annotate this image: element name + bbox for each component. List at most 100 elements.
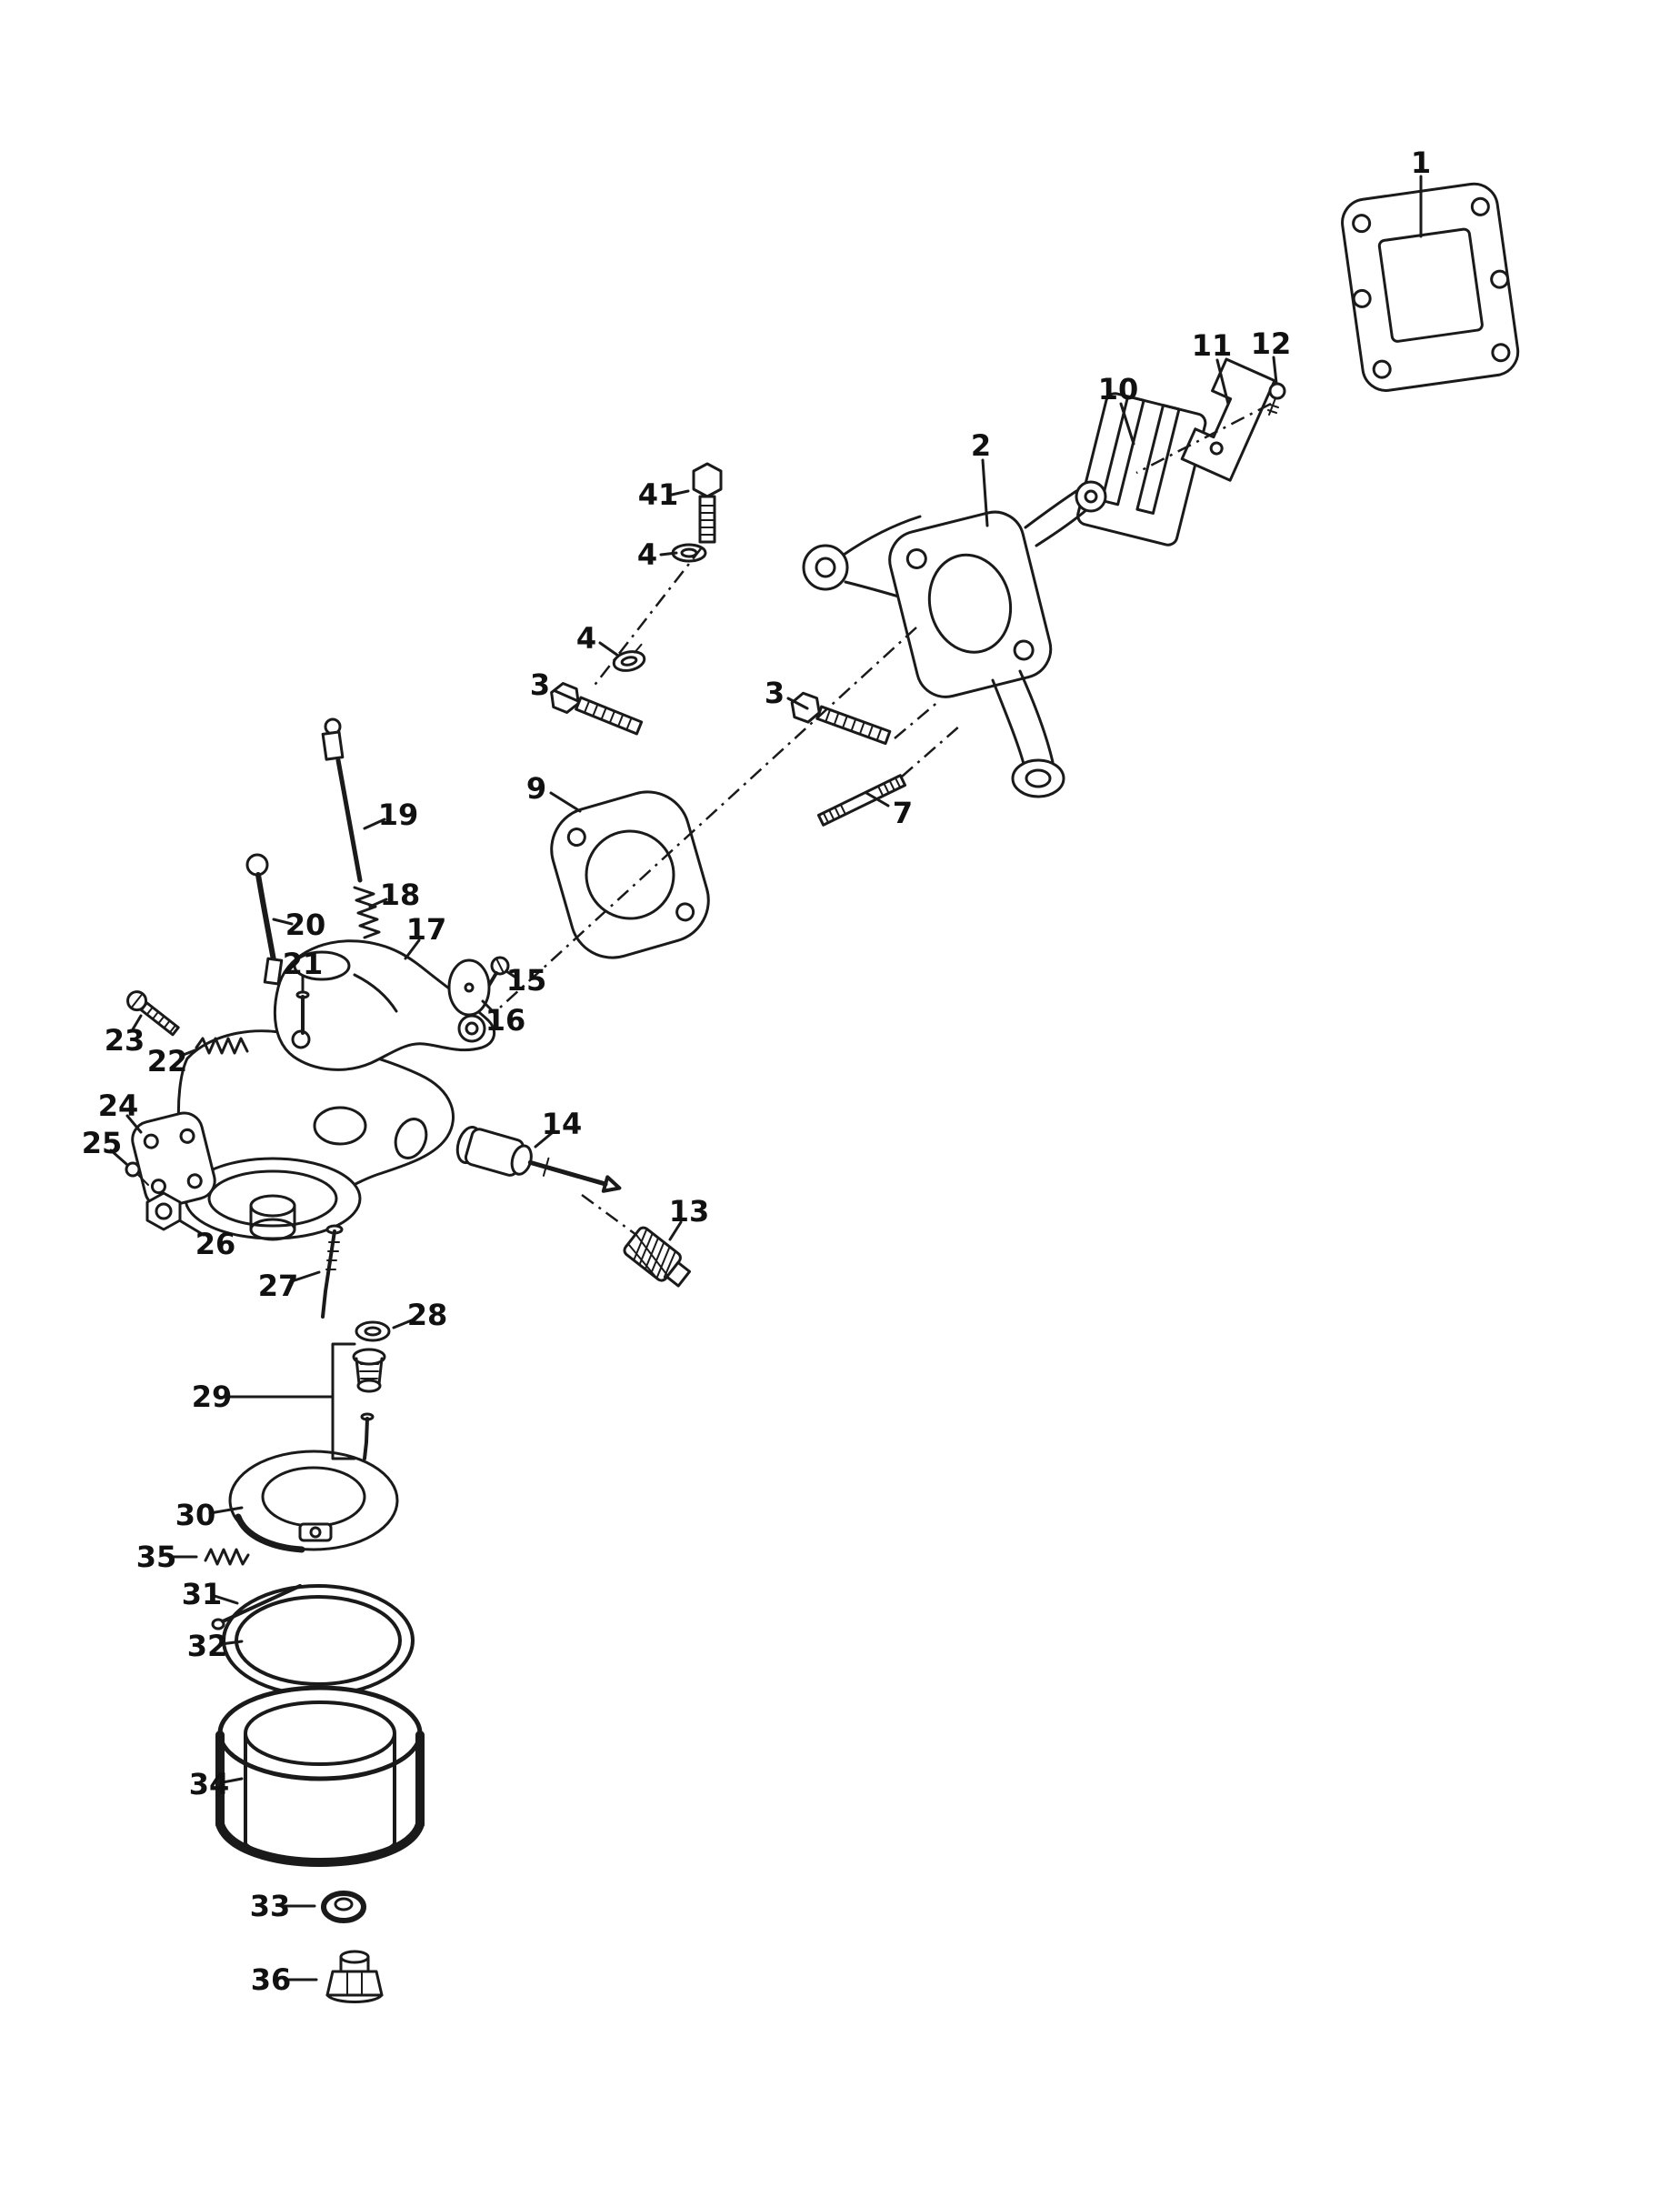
- callout-label-16: 16: [485, 1003, 526, 1038]
- leader-line-13: [668, 1220, 683, 1241]
- leader-line-4-lockwasher: [598, 641, 620, 657]
- part-oring: [222, 1584, 415, 1697]
- leader-line-23: [131, 1014, 143, 1031]
- part-float-bowl: [215, 1685, 425, 1867]
- leader-line-30: [208, 1506, 244, 1515]
- leader-line-10: [1119, 402, 1135, 446]
- callout-label-7: 7: [893, 796, 913, 830]
- callout-label-9: 9: [526, 771, 546, 806]
- callout-label-4-lockwasher: 4: [576, 621, 596, 656]
- part-fork-retainer: [1180, 357, 1276, 482]
- part-hex-plug: [325, 1950, 384, 2003]
- part-inlet-needle: [360, 1412, 375, 1460]
- leader-line-27: [290, 1270, 321, 1283]
- part-float: [228, 1450, 399, 1553]
- callout-label-17: 17: [406, 912, 447, 947]
- leader-line-16: [481, 999, 496, 1015]
- callout-label-19: 19: [378, 798, 419, 832]
- callout-label-24: 24: [98, 1088, 139, 1123]
- part-carb-top: [273, 939, 496, 1071]
- part-washer-33: [321, 1891, 366, 1923]
- leader-line-2: [981, 458, 989, 527]
- callout-label-21: 21: [283, 947, 324, 981]
- part-spring-22: [195, 1037, 249, 1055]
- callout-label-30: 30: [175, 1498, 216, 1532]
- axis-line: [581, 1193, 637, 1237]
- callout-label-35: 35: [136, 1540, 177, 1574]
- parts-artwork: [125, 182, 1520, 2003]
- leader-line-31: [213, 1594, 239, 1605]
- callout-labels: 1 2 3 3 4 4 7 9 10 11 12 13 14 15 16 17 …: [82, 145, 1431, 1997]
- part-spring-18: [353, 886, 381, 939]
- leader-line-18: [368, 898, 388, 908]
- callout-label-1: 1: [1411, 145, 1431, 180]
- callout-label-26: 26: [195, 1227, 236, 1261]
- callout-label-36: 36: [251, 1962, 292, 1997]
- callout-label-10: 10: [1098, 372, 1139, 406]
- leader-line-25: [109, 1149, 128, 1166]
- part-washer-28: [355, 1320, 391, 1342]
- leader-line-34: [221, 1777, 244, 1784]
- leader-line-12: [1272, 356, 1278, 385]
- leader-line-24: [125, 1114, 143, 1134]
- part-screw-12: [1267, 382, 1286, 416]
- part-float-pin: [211, 1584, 302, 1630]
- part-plate-24: [131, 1111, 216, 1209]
- callout-label-33: 33: [250, 1889, 291, 1923]
- callout-label-3-right: 3: [765, 676, 785, 710]
- callout-label-31: 31: [182, 1577, 223, 1611]
- part-screw-25: [125, 1161, 149, 1186]
- axis-line: [894, 699, 941, 739]
- callout-label-11: 11: [1192, 328, 1233, 363]
- callout-label-41: 41: [638, 477, 679, 512]
- part-screw-23: [126, 990, 180, 1037]
- part-hex-nut: [145, 1191, 182, 1231]
- part-carb-gasket: [550, 790, 710, 959]
- callout-label-34: 34: [189, 1767, 230, 1801]
- leader-line-22: [179, 1048, 199, 1058]
- leader-line-9: [549, 791, 582, 813]
- callout-label-2: 2: [971, 428, 991, 463]
- part-lever-20: [245, 853, 284, 986]
- part-knurled-plug: [623, 1226, 692, 1288]
- leader-line-7: [865, 791, 890, 808]
- part-manifold: [802, 480, 1107, 798]
- callout-label-22: 22: [147, 1044, 188, 1078]
- axis-line: [499, 627, 917, 1008]
- leader-bracket-29: [227, 1342, 356, 1460]
- part-inlet-seat: [352, 1348, 386, 1393]
- part-bolt-41: [692, 462, 723, 544]
- part-slotted-shim: [1076, 392, 1207, 547]
- callout-label-12: 12: [1251, 326, 1292, 361]
- leader-line-32: [219, 1640, 244, 1646]
- callout-label-14: 14: [542, 1107, 583, 1141]
- callout-label-4-washer: 4: [637, 537, 657, 572]
- part-spring-35: [204, 1548, 250, 1566]
- leader-line-3-right: [786, 697, 809, 710]
- leader-line-20: [272, 918, 294, 926]
- leader-line-17: [404, 938, 421, 960]
- leader-line-28: [392, 1318, 415, 1329]
- callout-label-13: 13: [669, 1194, 710, 1229]
- callout-label-32: 32: [187, 1629, 228, 1663]
- part-stud: [816, 774, 907, 827]
- leader-line-3-left: [554, 689, 580, 703]
- part-lock-washer: [612, 643, 646, 672]
- part-needle-valve-14: [455, 1126, 622, 1193]
- leader-line-11: [1215, 358, 1230, 406]
- callout-label-25: 25: [82, 1126, 123, 1160]
- callout-label-20: 20: [285, 908, 326, 942]
- part-flange-gasket: [1341, 182, 1520, 392]
- callout-label-3-left: 3: [530, 667, 550, 702]
- leader-line-41: [670, 489, 690, 497]
- leader-line-4-washer: [659, 551, 678, 557]
- leader-line-15: [505, 969, 516, 978]
- callout-label-28: 28: [407, 1298, 448, 1332]
- part-throttle-disc: [447, 958, 491, 1017]
- callout-label-23: 23: [105, 1023, 145, 1058]
- leader-lines: [109, 175, 1423, 1981]
- part-rod-19: [321, 717, 363, 883]
- axis-line: [901, 725, 961, 777]
